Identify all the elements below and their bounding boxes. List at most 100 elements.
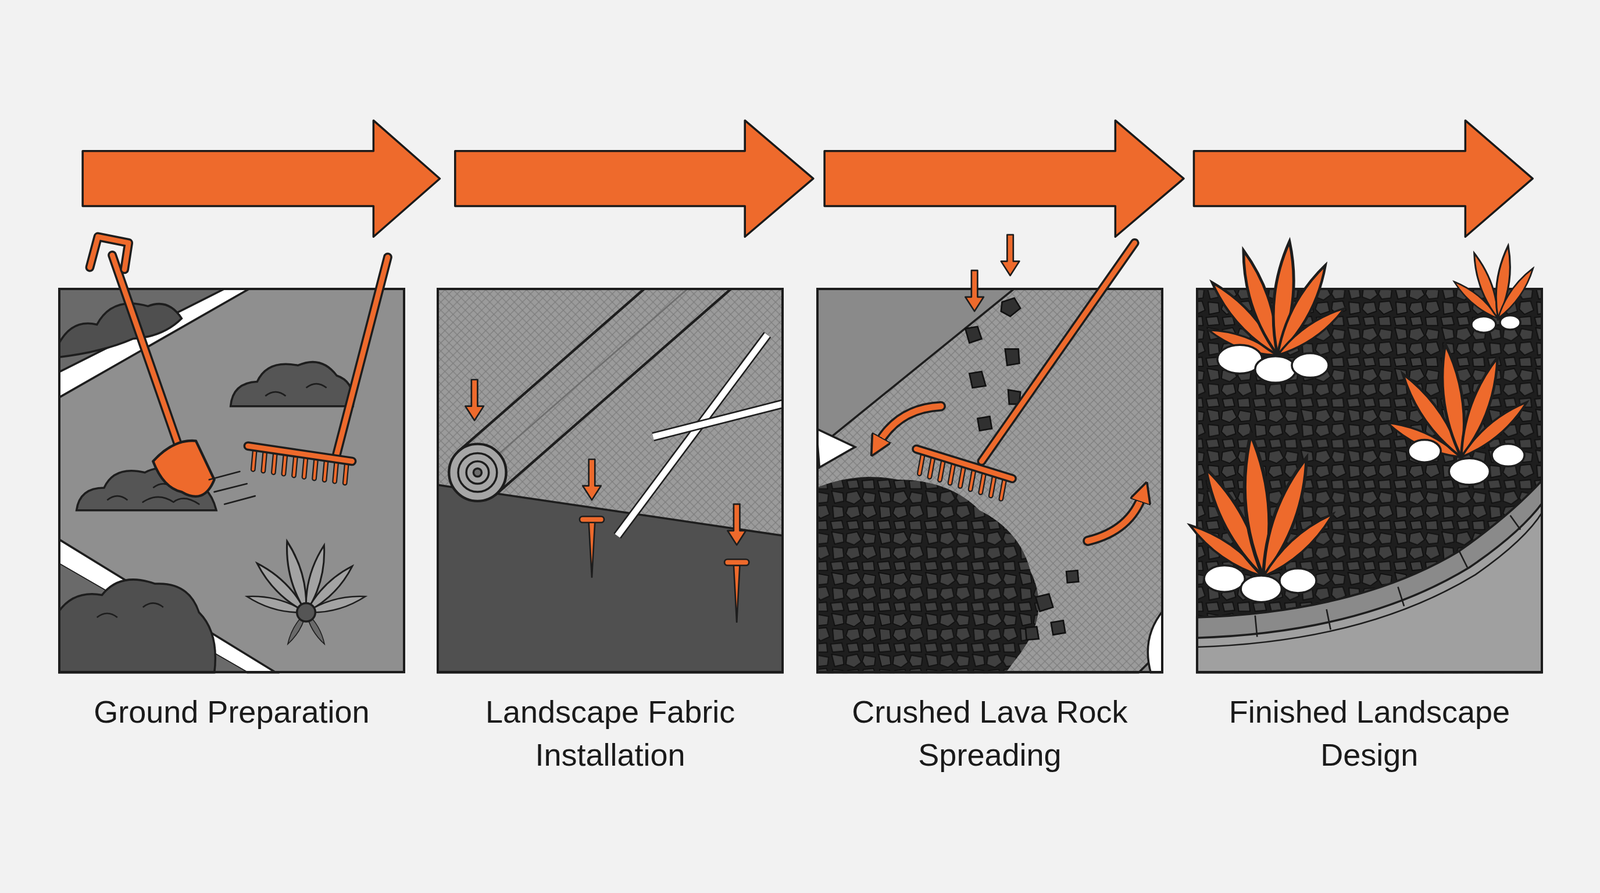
step-label: Finished Landscape Design [1186,690,1553,777]
shovel-part [112,255,180,450]
falling-rocks-part [1008,390,1021,405]
finished-scene-part [1195,287,1544,674]
step-label: Crushed Lava Rock Spreading [806,690,1173,777]
white-stones-part [1408,440,1441,463]
step-caption: Crushed Lava Rock Spreading [806,690,1173,777]
step-panel: Ground Preparation [58,287,406,674]
fabric-scene-part [652,402,784,437]
shovel-part [152,440,214,497]
landscape-pins-part [579,516,605,523]
landscape-pins [579,516,749,623]
plants-part [1436,343,1471,459]
spread-arrows-part [1087,494,1144,542]
rake [916,243,1135,499]
rake-part [247,445,352,462]
shovel-part [89,236,129,270]
white-stones-part [1491,444,1525,467]
plants-part [1451,277,1502,322]
finished-scene-part [1255,515,1521,637]
white-stones-part [1471,316,1496,333]
falling-rocks [965,298,1021,431]
rake-part [916,448,1013,479]
rake-part [919,451,1005,499]
white-stones-part [1217,344,1263,374]
plants-part [1491,244,1514,320]
ground-scene-part [58,563,249,674]
rock-spreading-scene-part-part [1035,594,1053,612]
fabric-scene-part [458,452,498,492]
plants-part [1239,433,1275,578]
rake-part [981,243,1135,462]
step-label: Landscape Fabric Installation [427,690,794,777]
drop-arrows-part [965,270,984,312]
weed [245,540,367,646]
white-stones-part [1291,352,1329,378]
falling-rocks-part [1005,348,1020,366]
step-label: Ground Preparation [48,690,415,734]
rock-spreading-scene-part [1025,570,1079,640]
white-stones-part [1279,568,1317,594]
weed-part [297,602,316,622]
plants-part [1384,416,1464,464]
shovel-part [112,255,180,450]
fabric-scene-part [477,287,689,473]
flow-arrow [455,120,814,237]
white-stones-part [1240,575,1282,603]
weed-part [284,611,309,646]
spread-arrows-part [877,406,941,446]
flow-arrow [1193,120,1533,237]
rock-spreading-scene-part [816,476,1039,674]
rock-spreading-scene-part-part [1051,620,1066,635]
plants-part [1205,276,1284,361]
ground-scene-part [58,303,182,357]
white-stones-part [1204,565,1245,593]
ground-scene-part [230,362,354,407]
weed-part [245,591,308,618]
finished-scene-part [1195,511,1544,647]
landscape-pins-part [724,559,749,566]
fabric-scene-part [473,468,482,477]
drop-arrows-part [1001,234,1020,276]
weed-part [302,562,356,616]
white-stones-part [1255,356,1296,384]
drop-arrows [965,234,1020,312]
rake-part [252,447,347,484]
spread-arrows [877,406,1143,542]
pin-arrows-part [582,459,602,500]
weed-part [304,591,367,618]
plants-part [1206,324,1280,362]
weed-part [300,543,330,614]
plants-part [1273,302,1349,361]
ground-scene-part [58,287,252,399]
falling-rocks-part [969,371,986,388]
weed-part [252,559,310,617]
step-caption: Ground Preparation [48,690,415,734]
flow-arrow [82,120,440,237]
finished-scene [1195,287,1544,674]
spread-arrows-part [1087,494,1144,542]
pin-arrows [465,379,746,545]
falling-rocks-part [1001,298,1021,317]
rake-part [919,451,1005,499]
rake [209,256,388,505]
rake-part [209,471,256,505]
plants [1185,240,1538,583]
fabric-scene-part [448,444,506,502]
rock-spreading-scene-part-part [1025,626,1039,641]
weed-part [281,540,313,614]
plants-part [1268,240,1299,357]
plants-part [1395,368,1469,462]
plants-part [1456,396,1532,463]
plants-part [1234,247,1287,359]
plants-part [1253,454,1317,581]
finished-scene-part [1195,479,1544,674]
ground-scene-part [58,538,278,674]
spread-arrows-part [877,406,941,446]
rake-part [252,447,347,484]
plants-part [1270,261,1334,359]
flow-arrows [82,120,1533,237]
rock-spreading-scene-part [816,428,856,468]
rake-part [916,448,1013,479]
